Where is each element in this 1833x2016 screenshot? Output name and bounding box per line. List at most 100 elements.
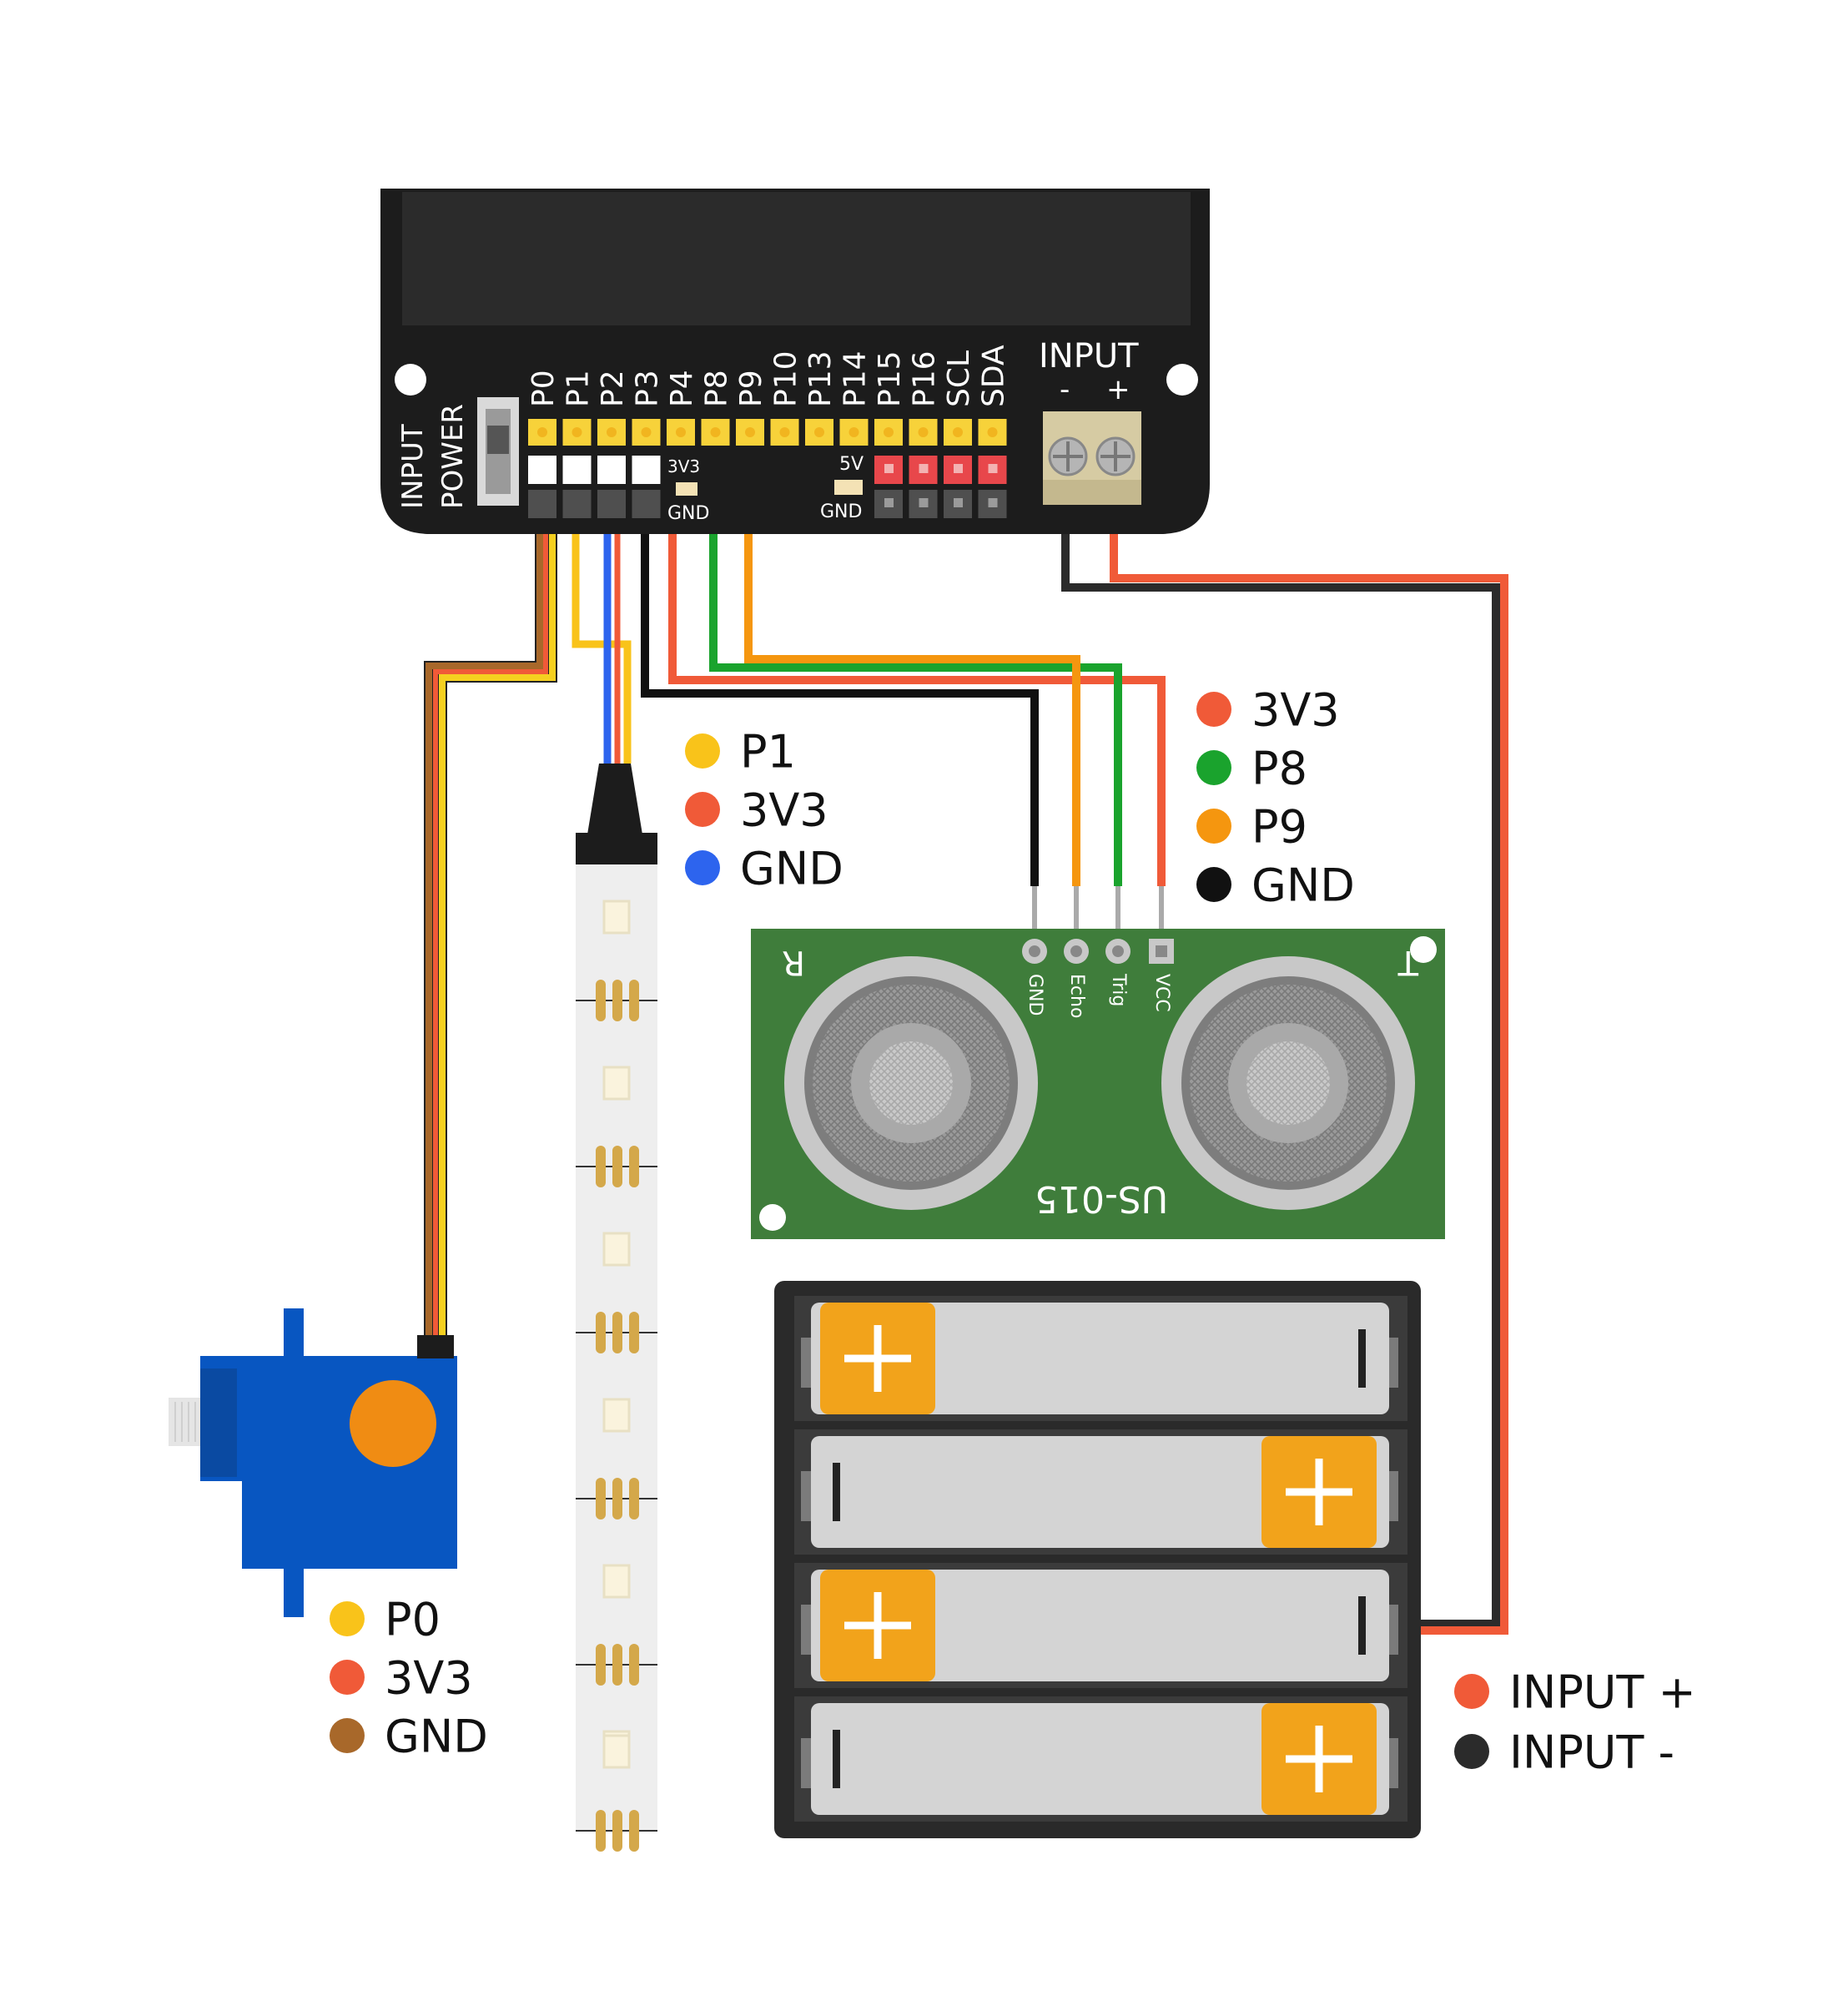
input-minus-label: -	[1060, 373, 1070, 406]
legend-battery-label: INPUT +	[1509, 1666, 1696, 1718]
plus-sign-icon	[844, 1325, 911, 1392]
servo-connector	[417, 1335, 454, 1358]
input-power-label-2: POWER	[436, 404, 470, 509]
input-power-label-1: INPUT	[396, 424, 430, 509]
label-5v: 5V	[839, 454, 864, 475]
sensor-pin-pads	[1022, 939, 1174, 964]
label-gnd-left: GND	[667, 503, 709, 524]
negative-terminal	[1358, 1329, 1366, 1388]
solder-pad	[596, 1312, 606, 1353]
mount-hole-left	[395, 364, 426, 396]
power-pin	[632, 456, 661, 484]
receiver-transducer	[784, 956, 1038, 1210]
pin-label-p8: P8	[700, 370, 734, 407]
legend-strip-swatch	[685, 792, 720, 827]
legend-sensor-label: P9	[1251, 800, 1307, 853]
transmitter-transducer	[1161, 956, 1415, 1210]
battery-cells	[794, 1296, 1407, 1822]
solder-pad	[612, 1810, 622, 1852]
solder-pad	[612, 1478, 622, 1520]
mount-hole-right	[1166, 364, 1198, 396]
pin-label-p2: P2	[596, 370, 630, 407]
led-chip	[602, 900, 631, 935]
pin-label-p14: P14	[838, 350, 873, 407]
solder-pad	[612, 1644, 622, 1686]
servo-horn	[350, 1380, 436, 1467]
solder-pad	[629, 980, 639, 1021]
sensor-model-label: US-015	[1035, 1177, 1168, 1220]
wires	[424, 418, 1508, 1635]
solder-pad	[629, 1810, 639, 1852]
pin-label-p4: P4	[665, 370, 699, 407]
sensor-wires	[641, 426, 1166, 886]
pad-5v	[834, 480, 863, 495]
solder-pad	[596, 1146, 606, 1187]
pin-label-p16: P16	[908, 350, 942, 407]
pin-label-p10: P10	[769, 350, 803, 407]
negative-terminal	[833, 1463, 840, 1521]
legend-servo-label: P0	[385, 1593, 441, 1646]
pin-label-sda: SDA	[977, 345, 1011, 407]
solder-pad	[612, 1312, 622, 1353]
sensor-letter-r: R	[782, 943, 805, 981]
solder-pad	[629, 1146, 639, 1187]
legend-sensor-swatch	[1196, 692, 1231, 727]
sensor-pin-echo: Echo	[1066, 974, 1087, 1018]
legend-servo-swatch	[330, 1718, 365, 1753]
plus-sign-icon	[844, 1592, 911, 1659]
led-chip	[602, 1066, 631, 1101]
solder-pad	[629, 1644, 639, 1686]
led-chip	[602, 1564, 631, 1599]
mount-hole	[1410, 936, 1437, 963]
power-pin	[562, 456, 592, 484]
negative-terminal	[833, 1730, 840, 1788]
legend-servo-swatch	[330, 1660, 365, 1695]
screw-icon	[1095, 436, 1136, 476]
solder-pad	[596, 980, 606, 1021]
battery-wires	[1061, 501, 1508, 1635]
legend-strip-label: 3V3	[740, 784, 828, 836]
ground-pin	[562, 490, 592, 518]
ground-pin	[632, 490, 661, 518]
solder-pad	[629, 1312, 639, 1353]
legend-sensor-label: 3V3	[1251, 683, 1340, 736]
input-terminal-label: INPUT	[1039, 337, 1139, 375]
pin-label-p0: P0	[526, 370, 561, 407]
pin-label-p9: P9	[734, 370, 768, 407]
sensor-letter-t: T	[1397, 943, 1419, 981]
input-plus-label: +	[1106, 373, 1131, 406]
led-chip	[602, 1232, 631, 1267]
battery-cell	[794, 1563, 1407, 1688]
label-gnd-right: GND	[820, 501, 862, 522]
servo-wires	[424, 501, 557, 1345]
strip-connector	[587, 764, 642, 834]
legend-battery-label: INPUT -	[1509, 1726, 1674, 1778]
sensor-pin-vcc: VCC	[1151, 974, 1172, 1012]
solder-pad	[612, 1146, 622, 1187]
battery-cell	[794, 1429, 1407, 1555]
ground-pin	[528, 490, 556, 518]
solder-pad	[612, 980, 622, 1021]
terminal-block	[1043, 411, 1141, 505]
ultrasonic-sensor: GND Echo Trig VCC US-015 R T	[751, 886, 1445, 1239]
legend-sensor-swatch	[1196, 809, 1231, 844]
mount-hole	[759, 1204, 786, 1231]
legend-servo-swatch	[330, 1601, 365, 1636]
solder-pad	[596, 1644, 606, 1686]
led-chip	[602, 1398, 631, 1433]
legend-strip-swatch	[685, 850, 720, 885]
plus-sign-icon	[1286, 1726, 1352, 1792]
screw-icon	[1048, 436, 1088, 476]
servo-shaft	[169, 1398, 205, 1446]
legend-sensor-label: P8	[1251, 742, 1307, 794]
power-switch[interactable]	[477, 397, 519, 506]
sensor-header-pins	[1032, 886, 1164, 933]
led-strip	[576, 764, 657, 1852]
battery-holder	[774, 1281, 1421, 1838]
pin-header	[528, 419, 1007, 518]
power-pin	[597, 456, 626, 484]
